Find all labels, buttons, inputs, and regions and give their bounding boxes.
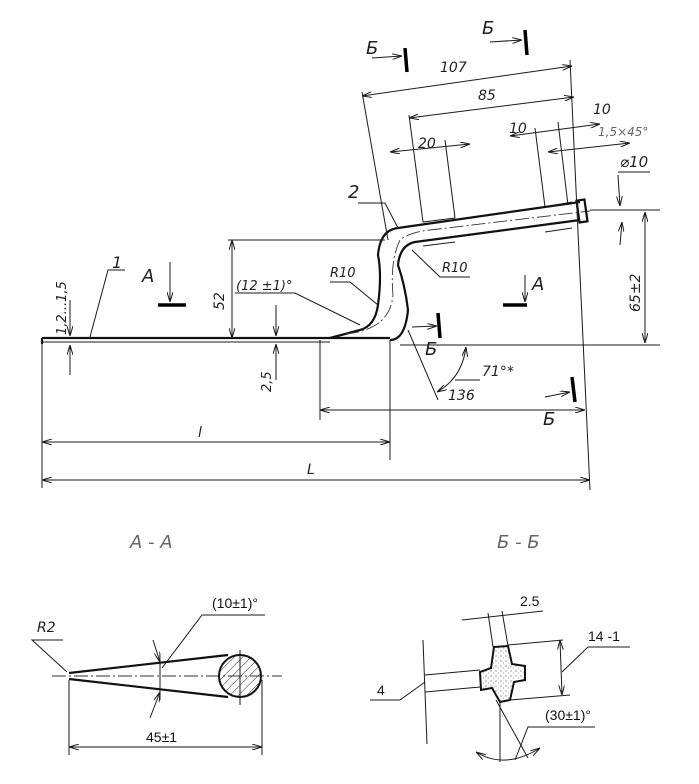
bb-width-label: 2.5 — [520, 593, 540, 609]
bb-angle-label: (30±1)° — [545, 707, 591, 723]
section-b-3: Б — [425, 339, 437, 360]
section-bb-title: Б - Б — [497, 532, 540, 553]
chamfer-label: 1,5×45° — [598, 125, 648, 139]
aa-length-label: 45±1 — [146, 729, 177, 745]
dim-107: 107 — [440, 60, 467, 76]
dim-20 — [390, 144, 470, 152]
section-bb: Б - Б 2.5 14 -1 4 (30±1)° — [370, 532, 630, 762]
dim-52-label: 52 — [212, 292, 228, 310]
section-b-1: Б — [366, 38, 378, 59]
bend-angle-label: (12 ±1)° — [236, 279, 292, 294]
diameter-label: ⌀10 — [620, 153, 648, 171]
dim-20-label: 20 — [418, 136, 436, 152]
radius-left-label: R10 — [330, 266, 356, 281]
dim-l-label: l — [198, 425, 202, 441]
thickness-label: 1,2...1,5 — [55, 281, 70, 335]
section-a-left: А — [141, 266, 154, 287]
dim-10-end-label: 10 — [593, 102, 611, 118]
dim-L-label: L — [307, 462, 315, 478]
section-b-2: Б — [482, 18, 494, 39]
section-a-right: А — [531, 274, 544, 295]
aa-angle-label: (10±1)° — [212, 595, 258, 611]
dim-65-label: 65±2 — [628, 273, 644, 312]
bb-thickness-label: 4 — [377, 682, 385, 698]
part-label-2: 2 — [348, 182, 359, 203]
aa-radius-label: R2 — [37, 620, 56, 636]
bb-height-label: 14 -1 — [588, 628, 620, 644]
dim-136-label: 136 — [448, 388, 475, 404]
dim-85: 85 — [478, 88, 496, 104]
part-label-1: 1 — [112, 253, 122, 272]
offset-label: 2,5 — [260, 371, 275, 392]
leader-2 — [358, 202, 399, 229]
section-aa: А - А (10±1)° R2 45±1 — [30, 532, 282, 755]
radius-right-label: R10 — [442, 261, 468, 276]
angle-71-label: 71°* — [482, 364, 514, 380]
bent-rod — [329, 198, 591, 342]
main-view: 1 2 107 85 20 10 10 1,5×45° ⌀10 52 65±2 … — [40, 18, 660, 491]
dim-10-label: 10 — [509, 121, 527, 137]
section-marks — [158, 29, 577, 403]
section-b-4: Б — [543, 409, 555, 430]
section-aa-title: А - А — [129, 532, 173, 553]
base-plate — [40, 336, 390, 344]
